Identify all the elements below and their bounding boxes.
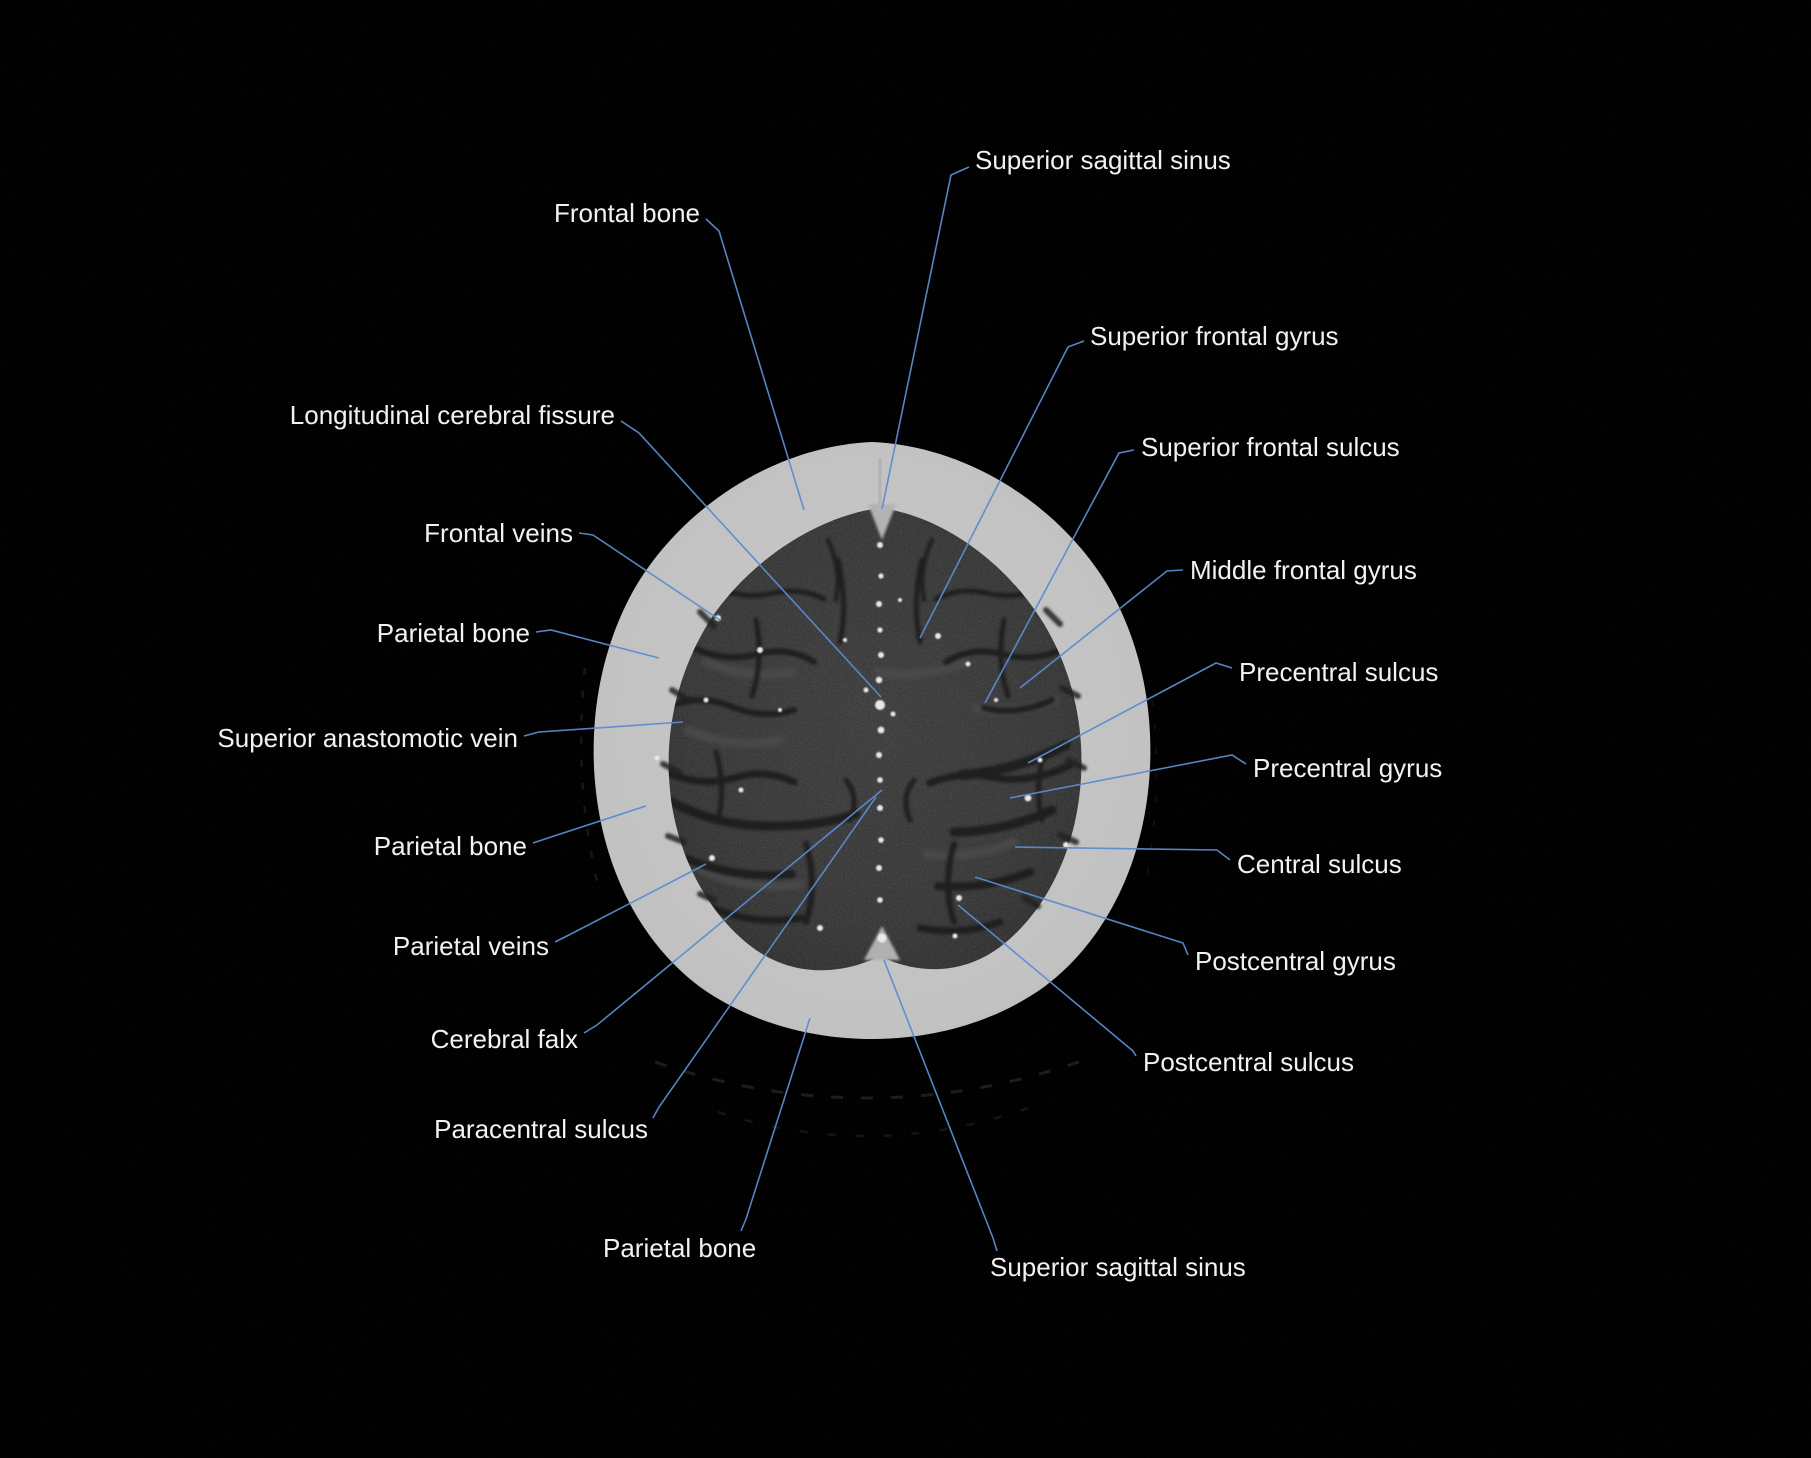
leader-line-parietal-bone-mid-left [532, 805, 647, 844]
leader-line-precentral-sulcus [1027, 662, 1233, 764]
leader-line-middle-frontal-gyrus [1019, 569, 1184, 689]
leader-line-paracentral-sulcus [652, 796, 877, 1119]
leader-line-superior-sagittal-sinus-lower [883, 959, 998, 1252]
leader-line-postcentral-sulcus [957, 904, 1137, 1057]
leader-line-superior-frontal-gyrus [919, 340, 1085, 639]
leader-line-superior-sagittal-sinus-upper [881, 166, 970, 510]
leader-line-longitudinal-cerebral-fissure [620, 420, 882, 698]
leader-line-frontal-veins [578, 532, 721, 621]
leader-line-cerebral-falx [583, 789, 883, 1034]
leader-line-superior-frontal-sulcus [984, 449, 1135, 704]
leader-lines [523, 166, 1247, 1252]
leader-line-parietal-veins [554, 863, 707, 943]
leader-line-parietal-bone-lower [740, 1017, 811, 1232]
leader-line-parietal-bone-upper-left [535, 629, 660, 659]
leader-line-central-sulcus [1014, 846, 1231, 861]
scalp-outline [579, 667, 1158, 1138]
edge-notches [660, 607, 1087, 909]
leader-line-postcentral-gyrus [974, 876, 1189, 956]
leader-line-superior-anastomotic-vein [523, 721, 684, 737]
brain [654, 504, 1087, 971]
vessels [654, 542, 1069, 943]
leader-line-frontal-bone-upper [705, 218, 805, 511]
leader-line-precentral-gyrus [1009, 754, 1247, 799]
